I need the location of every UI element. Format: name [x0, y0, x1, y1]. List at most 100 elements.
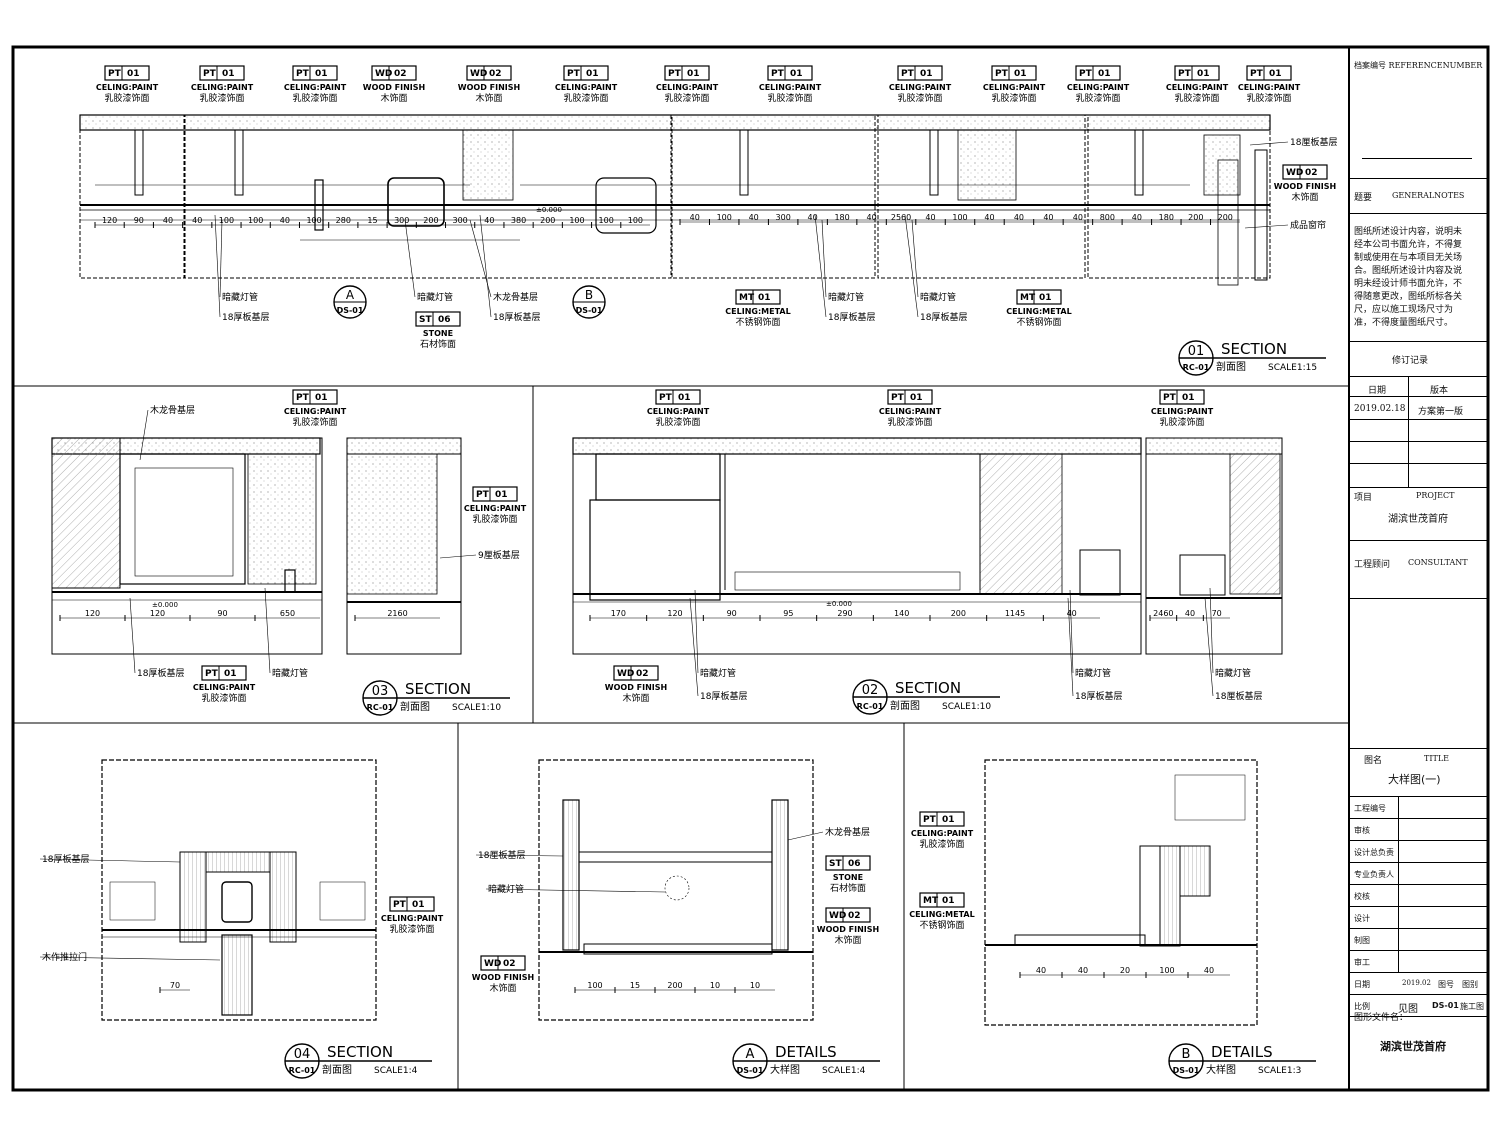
dim-value: 2560 [891, 213, 911, 222]
tag-material-cn: 乳胶漆饰面 [1159, 416, 1204, 428]
tag-material-en: CELING:METAL [1006, 307, 1071, 316]
view-scale: SCALE1:4 [822, 1066, 866, 1076]
tag-box [371, 65, 417, 81]
leader-line [39, 858, 181, 863]
tag-material-en: CELING:PAINT [193, 683, 256, 692]
date-row-value: 2019.02 [1402, 979, 1431, 987]
signature-row-label: 审核 [1354, 826, 1370, 835]
title-label: 图名 [1364, 756, 1383, 766]
tb-line [1350, 598, 1487, 599]
tag-code: PT [771, 69, 785, 79]
revision-grid [1350, 377, 1487, 488]
tag-material-cn: 乳胶漆饰面 [563, 92, 608, 104]
view-word: DETAILS [1211, 1043, 1273, 1061]
tag-code: PT [393, 900, 407, 910]
consultant-en: CONSULTANT [1408, 558, 1468, 567]
view-scale: SCALE1:10 [942, 702, 991, 712]
leader-line [1204, 597, 1214, 697]
tag-material-en: CELING:PAINT [911, 829, 974, 838]
date-label: 日期 [1368, 386, 1387, 396]
view-cn: 剖面图 [322, 1063, 352, 1076]
view-scale: SCALE1:15 [1268, 363, 1317, 373]
tag-box [767, 65, 813, 81]
signature-row: 校核 [1350, 884, 1487, 906]
tag-material-en: CELING:PAINT [284, 407, 347, 416]
dim-value: 300 [776, 213, 791, 222]
tag-material-en: CELING:PAINT [1067, 83, 1130, 92]
tag-code: PT [901, 69, 915, 79]
dim-value: 100 [306, 216, 321, 225]
dim-value: 120 [667, 609, 682, 618]
tag-number: 02 [636, 669, 649, 679]
tb-line [1350, 376, 1487, 377]
dim-value: 100 [569, 216, 584, 225]
tag-number: 01 [758, 293, 771, 303]
tag-number: 01 [942, 815, 955, 825]
callout-text: 木龙骨基层 [825, 826, 870, 838]
dim-value: 300 [394, 216, 409, 225]
tag-code: WD [617, 669, 634, 679]
tag-number: 01 [1197, 69, 1210, 79]
filename-label: 图形文件名： [1354, 1013, 1409, 1023]
dim-value: 15 [367, 216, 377, 225]
scale-label: 比例 [1354, 1002, 1370, 1011]
tag-box [991, 65, 1037, 81]
view-number: 03 [372, 684, 389, 699]
callout-text: 暗藏灯管 [1215, 667, 1251, 679]
dim-value: 100 [628, 216, 643, 225]
leader-line [911, 219, 919, 298]
tag-material-en: CELING:PAINT [656, 83, 719, 92]
signature-row-label: 校核 [1354, 892, 1370, 901]
tag-material-cn: 不锈钢饰面 [1016, 316, 1061, 328]
signature-row: 审工 [1350, 950, 1487, 972]
dim-value: 100 [952, 213, 967, 222]
tag-number: 02 [394, 69, 407, 79]
tag-code: PT [1079, 69, 1093, 79]
leader-line [1069, 589, 1074, 674]
tag-number: 01 [1014, 69, 1027, 79]
view-word: SECTION [405, 680, 471, 698]
dim-value: 200 [1218, 213, 1233, 222]
dim-value: 10 [750, 981, 760, 990]
callout-text: 18厚板基层 [828, 311, 875, 323]
tag-code: MT [1020, 293, 1036, 303]
leader-line [814, 214, 827, 318]
tag-material-cn: 乳胶漆饰面 [1246, 92, 1291, 104]
leader-line [1244, 224, 1289, 229]
section-04-drawing [101, 759, 377, 1021]
tag-material-cn: 不锈钢饰面 [919, 919, 964, 931]
detail-mark-B[interactable]: BDS-01 [572, 285, 606, 319]
mark-ref: DS-01 [337, 306, 364, 315]
tag-code: PT [659, 393, 673, 403]
view-ref: RC-01 [1183, 363, 1210, 372]
tag-material-cn: 乳胶漆饰面 [292, 92, 337, 104]
tag-material-en: CELING:PAINT [555, 83, 618, 92]
tag-number: 01 [1039, 293, 1052, 303]
title-en: TITLE [1424, 754, 1449, 763]
dim-value: 70 [1212, 609, 1222, 618]
dim-value: 20 [1120, 966, 1130, 975]
callout-text: 暗藏灯管 [828, 291, 864, 303]
callout-text: 18厘板基层 [1290, 136, 1337, 148]
tag-material-cn: 乳胶漆饰面 [919, 838, 964, 850]
dim-value: 40 [925, 213, 935, 222]
tag-number: 01 [920, 69, 933, 79]
tag-code: WD [829, 911, 846, 921]
project-en: PROJECT [1416, 491, 1455, 500]
tag-box [655, 389, 701, 405]
dim-value: 40 [1132, 213, 1142, 222]
callout-text: 成品窗帘 [1290, 219, 1326, 231]
detail-mark-A[interactable]: ADS-01 [333, 285, 367, 319]
tag-material-cn: 乳胶漆饰面 [201, 692, 246, 704]
tag-box [1016, 289, 1062, 305]
tag-code: PT [108, 69, 122, 79]
view-word: SECTION [895, 679, 961, 697]
callout-text: 木龙骨基层 [150, 404, 195, 416]
dim-value: 1145 [1005, 609, 1025, 618]
mark-ref: DS-01 [576, 306, 603, 315]
